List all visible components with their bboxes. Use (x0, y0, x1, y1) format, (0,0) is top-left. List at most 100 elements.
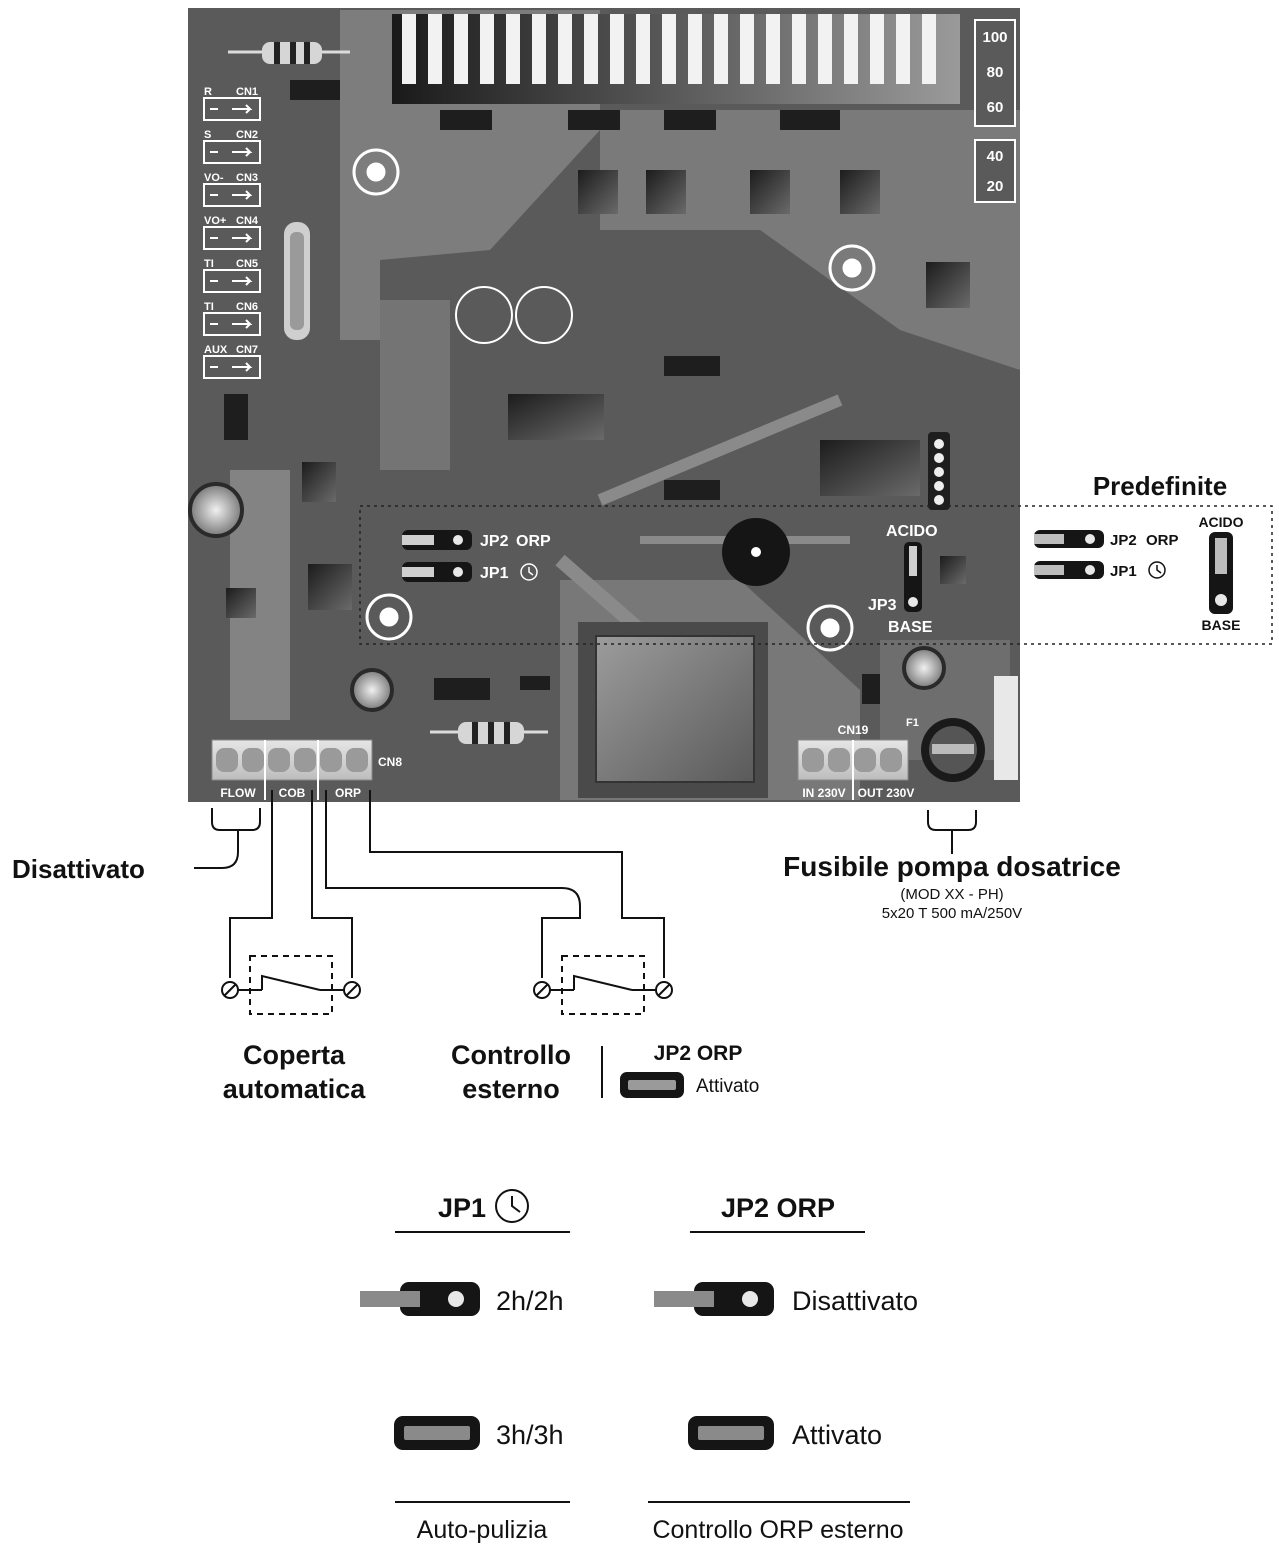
legend-jp2-jumper-closed (688, 1416, 774, 1450)
fuse-model: (MOD XX - PH) (900, 886, 1003, 903)
fuse-title: Fusibile pompa dosatrice (783, 851, 1121, 882)
defaults-title: Predefinite (1093, 471, 1227, 501)
default-jumper-jp1 (1034, 561, 1104, 579)
terminal-block-cn19 (797, 739, 909, 800)
wiring (194, 790, 977, 978)
legend-jp2-footer: Controllo ORP esterno (652, 1516, 903, 1544)
cn4-id: CN4 (236, 215, 259, 227)
cn8-label: CN8 (378, 755, 402, 769)
power-transistors (440, 110, 840, 130)
connector-cn7: AUX CN7 (203, 344, 261, 379)
legend-jp1-footer: Auto-pulizia (417, 1516, 548, 1544)
disattivato-note: Disattivato (12, 854, 145, 884)
controllo-label-2: esterno (462, 1074, 560, 1104)
jumper-closed-small (620, 1072, 684, 1098)
legend-jp2-open-label: Disattivato (792, 1286, 918, 1316)
out230-label: OUT 230V (858, 786, 915, 800)
jp2-orp-small: JP2 ORP (654, 1042, 743, 1065)
legend-jp1-open-label: 2h/2h (496, 1286, 564, 1316)
cn2-letter: S (204, 129, 211, 141)
connector-cn3: VO- CN3 (203, 172, 261, 207)
fuse-f1: F1 (906, 676, 1018, 782)
pin-header (928, 432, 950, 510)
cn3-id: CN3 (236, 172, 258, 184)
cn7-letter: AUX (204, 344, 228, 356)
f1-label: F1 (906, 717, 919, 729)
board-jp3-label: JP3 (868, 597, 897, 614)
cn1-letter: R (204, 86, 212, 98)
connector-cn1: R CN1 (203, 86, 261, 121)
board-jumper-jp2 (402, 530, 472, 550)
heatsink (392, 14, 960, 104)
scale-20: 20 (987, 178, 1004, 195)
mounting-holes (352, 148, 876, 652)
connector-cn5: TI CN5 (203, 258, 261, 293)
default-jumper-jp3 (1209, 532, 1233, 614)
cn6-id: CN6 (236, 301, 258, 313)
legend-jp2-jumper-open (654, 1282, 774, 1316)
cn6-letter: TI (204, 301, 214, 313)
cn5-id: CN5 (236, 258, 258, 270)
board-jumper-jp1 (402, 562, 472, 582)
cn4-letter: VO+ (204, 215, 226, 227)
clock-icon (1148, 561, 1166, 579)
connector-cn4: VO+ CN4 (203, 215, 261, 250)
default-base-label: BASE (1202, 617, 1241, 633)
dashed-jumper-region (359, 505, 1273, 645)
board-base-label: BASE (888, 619, 933, 636)
resistor-top (228, 42, 350, 64)
controllo-label-1: Controllo (451, 1040, 571, 1070)
default-acido-label: ACIDO (1198, 514, 1243, 530)
board-jp1-label: JP1 (480, 565, 509, 582)
scale-100: 100 (982, 29, 1007, 46)
board-jp2-label: JP2 (480, 533, 509, 550)
cn2-id: CN2 (236, 129, 258, 141)
scale-40: 40 (987, 148, 1004, 165)
cn19-label: CN19 (838, 723, 869, 737)
connector-cn6: TI CN6 (203, 301, 261, 336)
attivato-small: Attivato (696, 1076, 759, 1097)
default-jp1-label: JP1 (1110, 563, 1137, 580)
legend-jp1-closed-label: 3h/3h (496, 1420, 564, 1450)
connector-cn2: S CN2 (203, 129, 261, 164)
cob-label: COB (279, 786, 306, 800)
flow-label: FLOW (220, 786, 256, 800)
default-jumper-jp2 (1034, 530, 1104, 548)
resistor-bottom (430, 722, 548, 744)
scale-box: 100 80 60 40 20 (974, 19, 1016, 203)
fuse-clip-left (284, 222, 310, 340)
cn3-letter: VO- (204, 172, 224, 184)
coperta-label-2: automatica (223, 1074, 367, 1104)
switch-controllo (533, 955, 673, 1015)
buzzer (722, 518, 790, 586)
clock-icon (495, 1189, 529, 1223)
capacitor-outlines (455, 286, 573, 344)
default-orp-label: ORP (1146, 532, 1179, 549)
round-capacitors (188, 482, 946, 712)
legend-jp1-jumper-open (360, 1282, 480, 1316)
legend-jp2-title: JP2 ORP (721, 1193, 835, 1223)
legend-jp1-title: JP1 (438, 1193, 486, 1223)
legend-jp1-jumper-closed (394, 1416, 480, 1450)
legend: JP1 JP2 ORP 2h/2h Disattivato 3h/3h (360, 1189, 918, 1544)
fuse-spec: 5x20 T 500 mA/250V (882, 905, 1022, 922)
orp-terminal-label: ORP (335, 786, 361, 800)
left-connectors: R CN1 S CN2 VO- CN3 VO+ CN4 TI CN5 (203, 86, 261, 379)
cn5-letter: TI (204, 258, 214, 270)
in230-label: IN 230V (802, 786, 845, 800)
default-jp2-label: JP2 (1110, 532, 1137, 549)
board-orp-label: ORP (516, 533, 551, 550)
scale-80: 80 (987, 64, 1004, 81)
legend-jp2-closed-label: Attivato (792, 1420, 882, 1450)
board-acido-label: ACIDO (886, 523, 938, 540)
transformer (578, 622, 768, 798)
board-jumper-jp3 (904, 542, 922, 612)
cn1-id: CN1 (236, 86, 258, 98)
cn7-id: CN7 (236, 344, 258, 356)
terminal-block-cn8 (211, 739, 373, 800)
ic-chips (224, 80, 970, 704)
coperta-label-1: Coperta (243, 1040, 346, 1070)
switch-coperta (221, 955, 361, 1015)
scale-60: 60 (987, 99, 1004, 116)
clock-icon (520, 563, 538, 581)
